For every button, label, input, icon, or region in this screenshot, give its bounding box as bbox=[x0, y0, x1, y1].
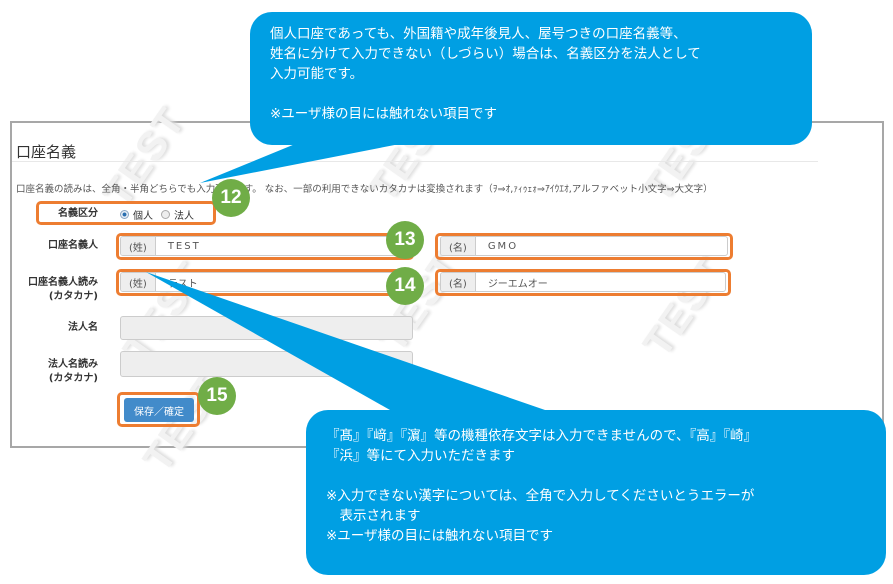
callout-top-tail bbox=[200, 142, 410, 183]
first-name-value: GMO bbox=[487, 240, 519, 252]
badge-12: 12 bbox=[212, 179, 250, 217]
divider bbox=[12, 161, 818, 162]
callout-bottom: 『髙』『﨑』『濵』等の機種依存文字は入力できませんので、『高』『崎』 『浜』等に… bbox=[306, 410, 886, 575]
callout-top: 個人口座であっても、外国籍や成年後見人、屋号つきの口座名義等、 姓名に分けて入力… bbox=[250, 12, 812, 145]
radio-individual[interactable] bbox=[120, 210, 129, 219]
radio-corporate-label[interactable]: 法人 bbox=[174, 211, 194, 222]
label-line: (カタカナ) bbox=[48, 373, 98, 384]
save-confirm-button[interactable]: 保存／確定 bbox=[124, 398, 194, 422]
radio-corporate[interactable] bbox=[161, 210, 170, 219]
last-name-addon: (姓) bbox=[121, 237, 156, 255]
account-holder-kana-last-name-field[interactable]: (姓) テスト bbox=[120, 272, 410, 292]
last-name-value: TEST bbox=[167, 240, 201, 252]
highlight-first-name-kana bbox=[435, 269, 731, 296]
last-name-kana-value: テスト bbox=[167, 278, 198, 290]
label-line: 口座名義人読み bbox=[28, 277, 98, 288]
first-name-kana-value: ジーエムオー bbox=[487, 278, 548, 290]
first-name-addon: (名) bbox=[441, 273, 476, 291]
section-title: 口座名義 bbox=[16, 143, 77, 161]
badge-13: 13 bbox=[386, 221, 424, 259]
last-name-addon: (姓) bbox=[121, 273, 156, 291]
badge-14: 14 bbox=[386, 267, 424, 305]
highlight-save-button bbox=[117, 392, 200, 427]
corporate-name-kana-label: 法人名読み (カタカナ) bbox=[20, 358, 98, 386]
highlight-name-type bbox=[36, 201, 216, 225]
corporate-name-label: 法人名 bbox=[68, 322, 98, 333]
label-line: 法人名読み bbox=[48, 359, 98, 370]
name-type-radio-group: 個人 法人 bbox=[120, 207, 194, 222]
first-name-addon: (名) bbox=[441, 237, 476, 255]
account-holder-kana-first-name-field[interactable]: (名) ジーエムオー bbox=[440, 272, 726, 292]
account-holder-label: 口座名義人 bbox=[48, 240, 98, 251]
account-holder-first-name-field[interactable]: (名) GMO bbox=[440, 236, 728, 256]
badge-15: 15 bbox=[198, 377, 236, 415]
account-holder-kana-label: 口座名義人読み (カタカナ) bbox=[10, 276, 98, 304]
radio-individual-label[interactable]: 個人 bbox=[133, 211, 153, 222]
name-type-label: 名義区分 bbox=[58, 208, 98, 219]
help-text: 口座名義の読みは、全角・半角どちらでも入力可能です。 なお、一部の利用できないカ… bbox=[16, 184, 713, 195]
callout-bottom-tail bbox=[146, 272, 545, 410]
highlight-first-name bbox=[435, 233, 733, 260]
label-line: (カタカナ) bbox=[48, 291, 98, 302]
